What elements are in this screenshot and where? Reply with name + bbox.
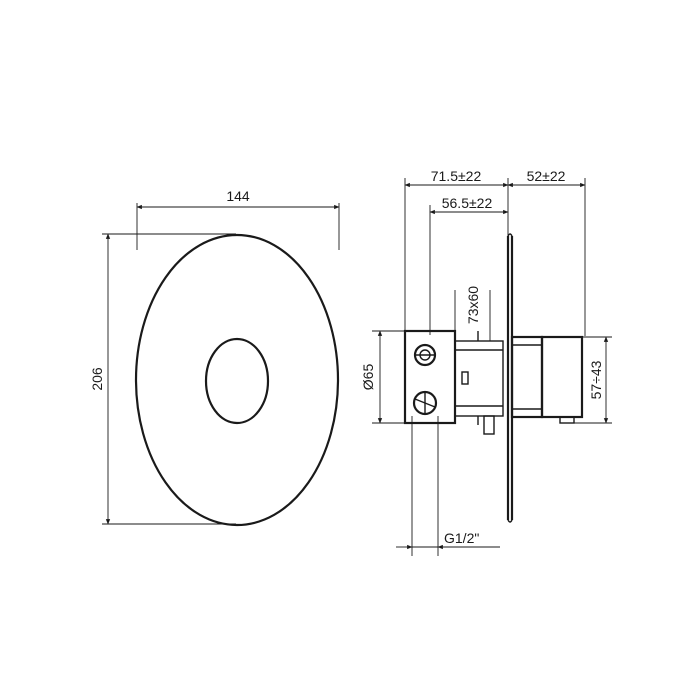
diameter-dimension: Ø65 [360,330,430,424]
dim-box-label: 73x60 [465,286,481,324]
dim-handle-label: 57÷43 [588,360,604,399]
width-dimension: 144 [136,188,340,250]
handle-dimension: 57÷43 [574,336,612,424]
inner-dimension: 56.5±22 [429,195,509,335]
dim-right-label: 52±22 [527,168,566,184]
handle-cartridge [510,335,584,424]
thread-dimension: G1/2" [396,416,500,556]
control-knob [204,337,270,425]
box-dimension: 73x60 [454,286,491,341]
top-fitting [413,343,437,367]
valve-body [403,329,504,435]
dim-diameter-label: Ø65 [360,364,376,391]
height-label: 206 [89,367,105,391]
dim-total-left-label: 71.5±22 [431,168,482,184]
oval-cover-plate [134,233,340,527]
thread-label: G1/2" [444,530,479,546]
height-dimension: 206 [89,233,236,525]
width-label: 144 [226,188,250,204]
top-dimensions: 71.5±22 52±22 [404,168,586,336]
side-view: 71.5±22 52±22 56.5±22 [360,168,612,556]
bottom-fitting [412,390,438,416]
front-view: 144 206 [89,188,340,527]
dim-inner-label: 56.5±22 [442,195,493,211]
